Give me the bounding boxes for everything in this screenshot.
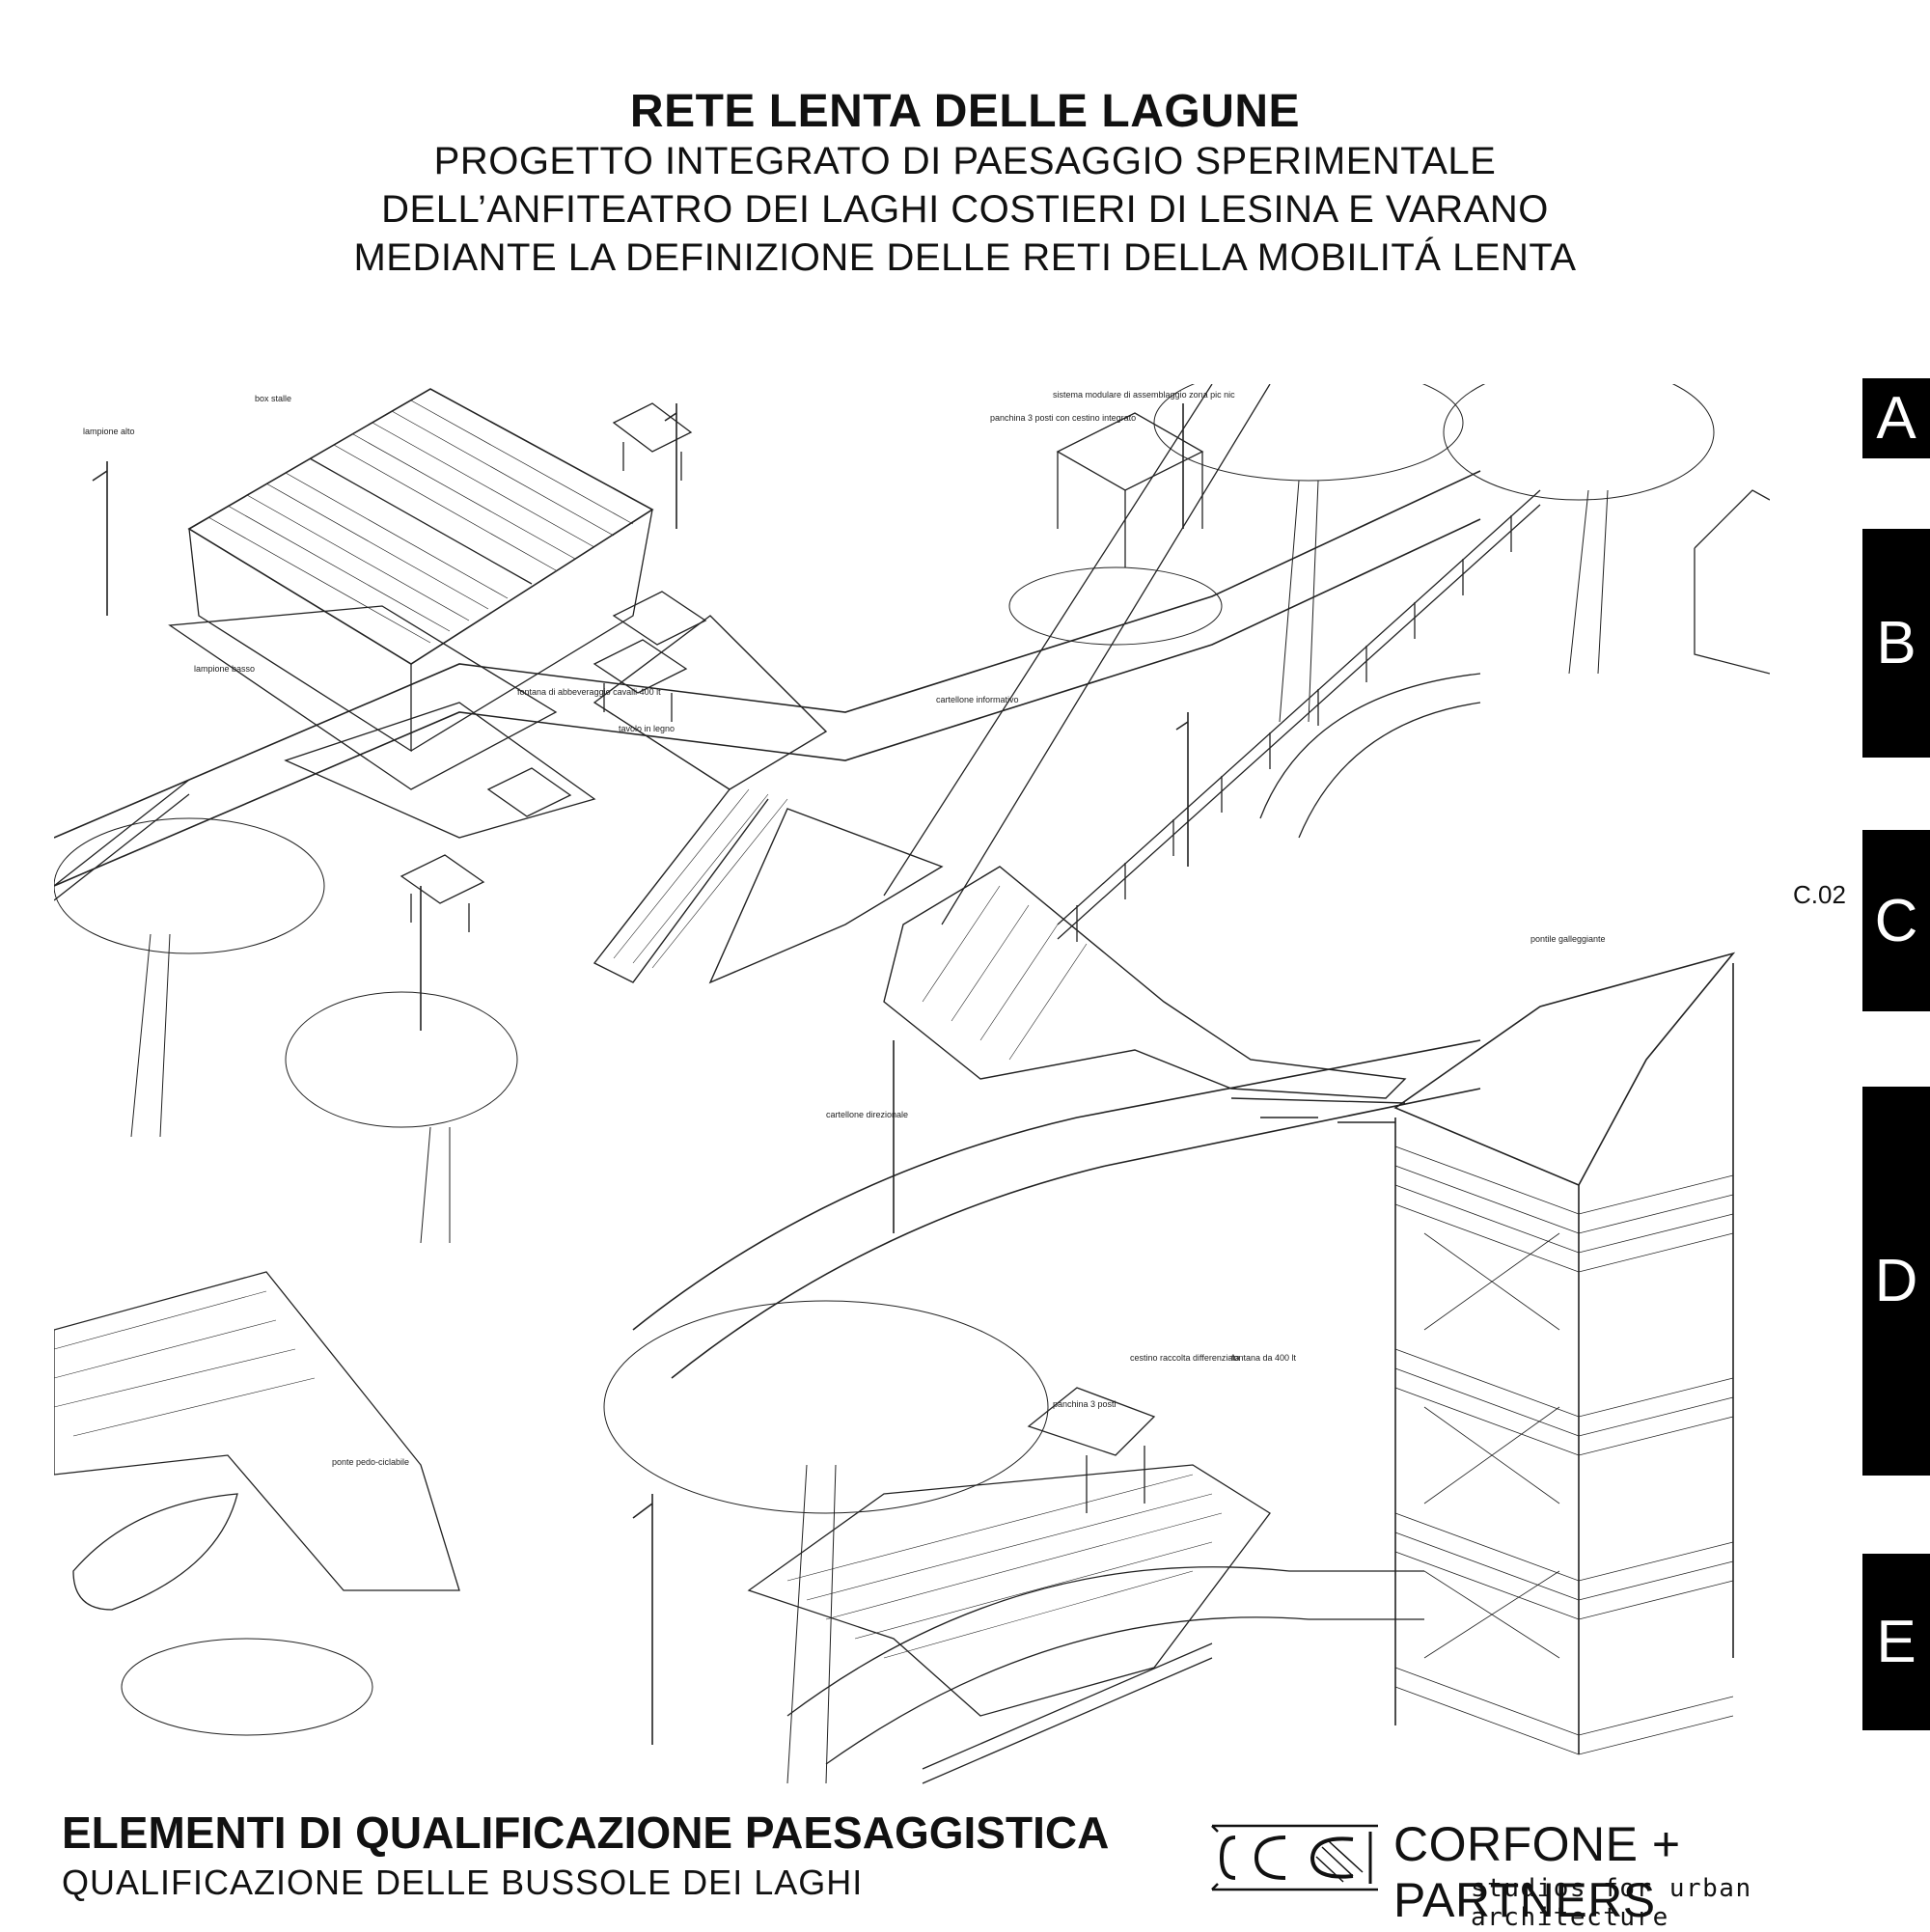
- section-tab-b[interactable]: B: [1862, 529, 1930, 758]
- label-fontana-400: fontana da 400 lt: [1231, 1353, 1297, 1363]
- axonometric-landscape-drawing: box stalle lampione alto lampione basso …: [53, 364, 1771, 1789]
- label-sistema-modulare: sistema modulare di assemblaggio zona pi…: [1053, 390, 1235, 400]
- footer-title: ELEMENTI DI QUALIFICAZIONE PAESAGGISTICA: [62, 1808, 1110, 1858]
- pedestrian-bridge: [53, 1271, 460, 1591]
- label-panchina-3-posti: panchina 3 posti: [1053, 1399, 1117, 1409]
- footer-subtitle: QUALIFICAZIONE DELLE BUSSOLE DEI LAGHI: [62, 1863, 864, 1902]
- picnic-tables: [400, 402, 707, 932]
- label-lampione-alto: lampione alto: [83, 427, 135, 436]
- picnic-shelter: [1056, 412, 1204, 567]
- section-tab-c[interactable]: C: [1862, 830, 1930, 1011]
- corfone-logo-icon: [1208, 1818, 1382, 1897]
- stable-building: [168, 388, 654, 839]
- label-pontile-galleggiante: pontile galleggiante: [1530, 934, 1606, 944]
- label-ponte-pedo-ciclabile: ponte pedo-ciclabile: [332, 1457, 409, 1467]
- label-cartellone-informativo: cartellone informativo: [936, 695, 1019, 704]
- project-title: RETE LENTA DELLE LAGUNE: [629, 86, 1301, 137]
- sheet-code: C.02: [1793, 880, 1846, 909]
- label-tavolo-legno: tavolo in legno: [619, 724, 675, 733]
- observation-tower: [1393, 952, 1736, 1755]
- brand-name: CORFONE + PARTNERS: [1393, 1817, 1681, 1927]
- label-fontana-abbeveraggio: fontana di abbeveraggio cavalli 400 lt: [517, 687, 661, 697]
- project-subtitle-line-2: DELL’ANFITEATRO DEI LAGHI COSTIERI DI LE…: [381, 188, 1549, 231]
- rowboat: [72, 1493, 238, 1611]
- trees: [53, 364, 1715, 1784]
- project-subtitle-line-1: PROGETTO INTEGRATO DI PAESAGGIO SPERIMEN…: [433, 140, 1497, 182]
- brand-tagline: studios for urban architecture: [1471, 1874, 1752, 1932]
- section-tab-d[interactable]: D: [1862, 1087, 1930, 1476]
- label-panchina-cestino: panchina 3 posti con cestino integrato: [990, 413, 1136, 423]
- section-tab-a[interactable]: A: [1862, 378, 1930, 458]
- fence-right: [1057, 489, 1541, 942]
- section-tab-e[interactable]: E: [1862, 1554, 1930, 1730]
- label-box-stalle: box stalle: [255, 394, 291, 403]
- label-cestino-raccolta: cestino raccolta differenziata: [1130, 1353, 1240, 1363]
- label-lampione-basso: lampione basso: [194, 664, 255, 674]
- street-lamps: [92, 403, 1189, 1745]
- project-subtitle-line-3: MEDIANTE LA DEFINIZIONE DELLE RETI DELLA…: [353, 236, 1577, 279]
- label-cartellone-direzionale: cartellone direzionale: [826, 1110, 908, 1119]
- boardwalk: [593, 615, 1407, 1123]
- rest-platform: [747, 1387, 1271, 1717]
